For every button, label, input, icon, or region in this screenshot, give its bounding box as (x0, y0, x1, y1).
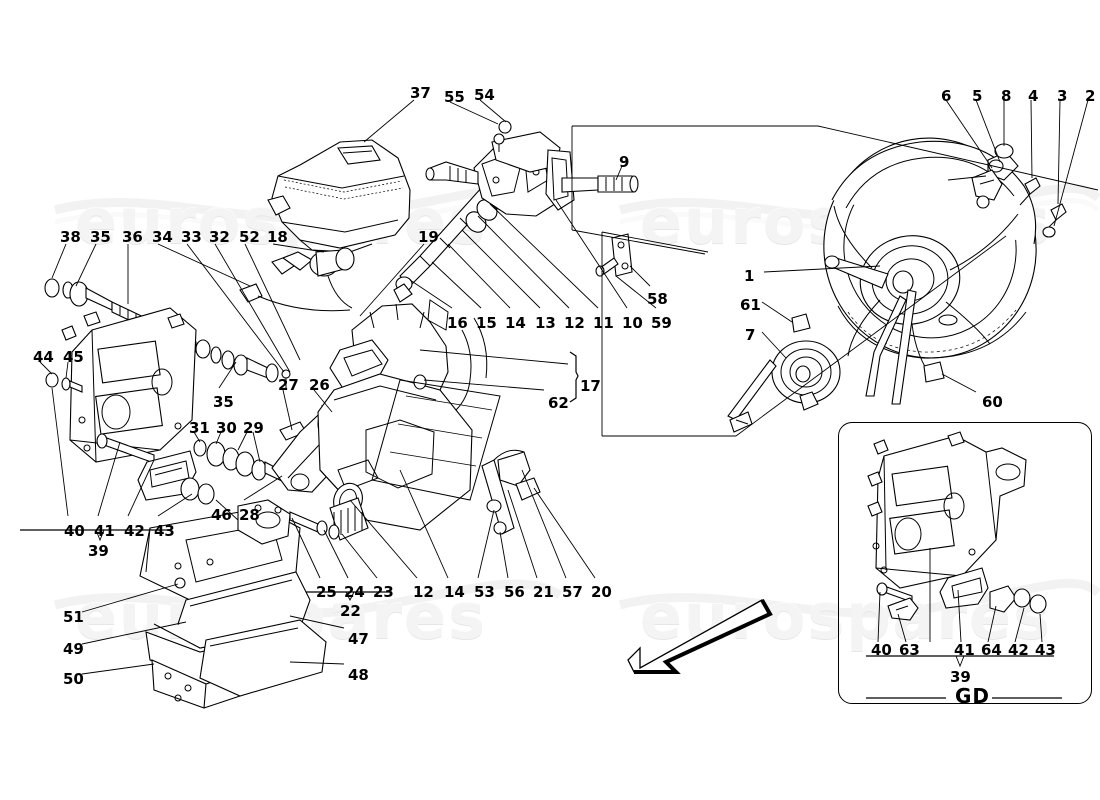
part-column-housing-17 (317, 299, 501, 531)
callout-59: 59 (651, 314, 672, 332)
callout-56: 56 (504, 583, 525, 601)
inset-callout-64: 64 (981, 641, 1002, 659)
callout-40: 40 (64, 522, 85, 540)
callout-25: 25 (316, 583, 337, 601)
callout-37: 37 (410, 84, 431, 102)
callout-41: 41 (94, 522, 115, 540)
inset-gd-box (838, 422, 1092, 704)
callout-31: 31 (189, 419, 210, 437)
callout-49: 49 (63, 640, 84, 658)
callout-54: 54 (474, 86, 495, 104)
inset-gd-title: GD (955, 684, 991, 708)
part-mounting-bracket-39 (45, 307, 215, 505)
callout-42: 42 (124, 522, 145, 540)
callout-62: 62 (548, 394, 569, 412)
callout-2: 2 (1085, 87, 1096, 105)
callout-55: 55 (444, 88, 465, 106)
callout-5: 5 (972, 87, 983, 105)
callout-51: 51 (63, 608, 84, 626)
callout-35: 35 (90, 228, 111, 246)
callout-19: 19 (418, 228, 439, 246)
callout-16: 16 (447, 314, 468, 332)
callout-group-22: 22 (340, 602, 361, 620)
part-lower-trim-panels (139, 499, 327, 709)
callout-14b: 14 (444, 583, 465, 601)
inset-callout-group-39: 39 (950, 668, 971, 686)
callout-57: 57 (562, 583, 583, 601)
callout-52: 52 (239, 228, 260, 246)
callout-24: 24 (344, 583, 365, 601)
inset-callout-42: 42 (1008, 641, 1029, 659)
arrow-down-left-icon (627, 599, 773, 674)
callout-48: 48 (348, 666, 369, 684)
inset-callout-40: 40 (871, 641, 892, 659)
callout-12: 12 (564, 314, 585, 332)
callout-6: 6 (941, 87, 952, 105)
inset-callout-63: 63 (899, 641, 920, 659)
callout-group-39: 39 (88, 542, 109, 560)
part-column-switches (393, 120, 639, 303)
callout-44: 44 (33, 348, 54, 366)
callout-18: 18 (267, 228, 288, 246)
callout-35b: 35 (213, 393, 234, 411)
callout-53: 53 (474, 583, 495, 601)
group-enclosure-lines (571, 125, 1099, 437)
callout-1: 1 (744, 267, 755, 285)
callout-36: 36 (122, 228, 143, 246)
callout-15: 15 (476, 314, 497, 332)
callout-26: 26 (309, 376, 330, 394)
callout-17: 17 (580, 377, 601, 395)
callout-27: 27 (278, 376, 299, 394)
callout-43: 43 (154, 522, 175, 540)
callout-14: 14 (505, 314, 526, 332)
callout-28: 28 (239, 506, 260, 524)
callout-58: 58 (647, 290, 668, 308)
callout-21: 21 (533, 583, 554, 601)
callout-9: 9 (619, 153, 630, 171)
callout-29: 29 (243, 419, 264, 437)
callout-13: 13 (535, 314, 556, 332)
callout-38: 38 (60, 228, 81, 246)
callout-4: 4 (1028, 87, 1039, 105)
callout-23: 23 (373, 583, 394, 601)
callout-61: 61 (740, 296, 761, 314)
callout-10: 10 (622, 314, 643, 332)
inset-callout-41: 41 (954, 641, 975, 659)
callout-46: 46 (211, 506, 232, 524)
callout-20: 20 (591, 583, 612, 601)
callout-34: 34 (152, 228, 173, 246)
callout-30: 30 (216, 419, 237, 437)
part-column-shroud-37 (267, 139, 411, 253)
callout-60: 60 (982, 393, 1003, 411)
callout-47: 47 (348, 630, 369, 648)
leader-lines (20, 99, 1089, 675)
callout-3: 3 (1057, 87, 1068, 105)
callout-50: 50 (63, 670, 84, 688)
callout-12b: 12 (413, 583, 434, 601)
callout-11: 11 (593, 314, 614, 332)
callout-33: 33 (181, 228, 202, 246)
callout-8: 8 (1001, 87, 1012, 105)
part-steering-wheel-1 (727, 137, 1067, 433)
part-spline-cluster-22 (289, 482, 369, 541)
inset-gd-artwork (866, 431, 1062, 699)
callout-32: 32 (209, 228, 230, 246)
callout-45: 45 (63, 348, 84, 366)
callout-7: 7 (745, 326, 756, 344)
part-lower-shaft-hardware (481, 449, 541, 535)
inset-callout-43: 43 (1035, 641, 1056, 659)
